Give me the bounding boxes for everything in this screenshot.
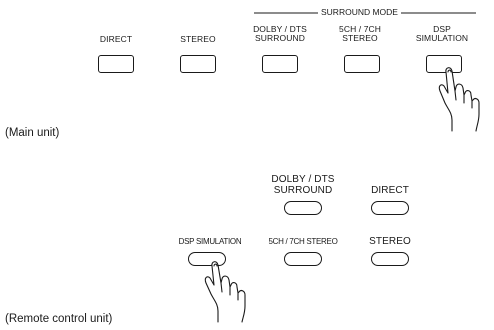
remote-stereo-button[interactable]: [371, 252, 409, 266]
main-dsp-label-line1: DSP: [433, 24, 451, 34]
main-stereo-button[interactable]: [180, 55, 216, 73]
main-5ch-7ch-label-line1: 5CH / 7CH: [339, 24, 381, 34]
remote-dsp-simulation-label: DSP SIMULATION: [178, 237, 242, 246]
main-direct-button[interactable]: [98, 55, 134, 73]
remote-5ch-7ch-stereo-label: 5CH / 7CH STEREO: [268, 237, 338, 246]
surround-mode-label: SURROUND MODE: [318, 8, 401, 17]
main-unit-caption: (Main unit): [5, 127, 60, 139]
remote-unit-caption: (Remote control unit): [5, 313, 113, 325]
remote-5ch-7ch-stereo-button[interactable]: [284, 252, 322, 266]
main-dolby-dts-label-line1: DOLBY / DTS: [253, 24, 307, 34]
main-direct-label: DIRECT: [99, 34, 133, 44]
remote-dolby-dts-label-line1: DOLBY / DTS: [271, 174, 335, 185]
remote-dolby-dts-label-line2: SURROUND: [273, 185, 333, 196]
main-dsp-label-line2: SIMULATION: [415, 33, 469, 43]
main-dsp-simulation-button[interactable]: [426, 55, 462, 73]
main-dolby-dts-label-line2: SURROUND: [255, 33, 305, 43]
main-5ch-7ch-stereo-button[interactable]: [344, 55, 380, 73]
remote-direct-label: DIRECT: [371, 185, 409, 196]
main-stereo-label: STEREO: [180, 34, 216, 44]
main-dolby-dts-surround-button[interactable]: [262, 55, 298, 73]
remote-direct-button[interactable]: [371, 201, 409, 215]
remote-stereo-label: STEREO: [369, 236, 411, 247]
remote-dolby-dts-surround-button[interactable]: [284, 201, 322, 215]
main-5ch-7ch-label-line2: STEREO: [342, 33, 378, 43]
